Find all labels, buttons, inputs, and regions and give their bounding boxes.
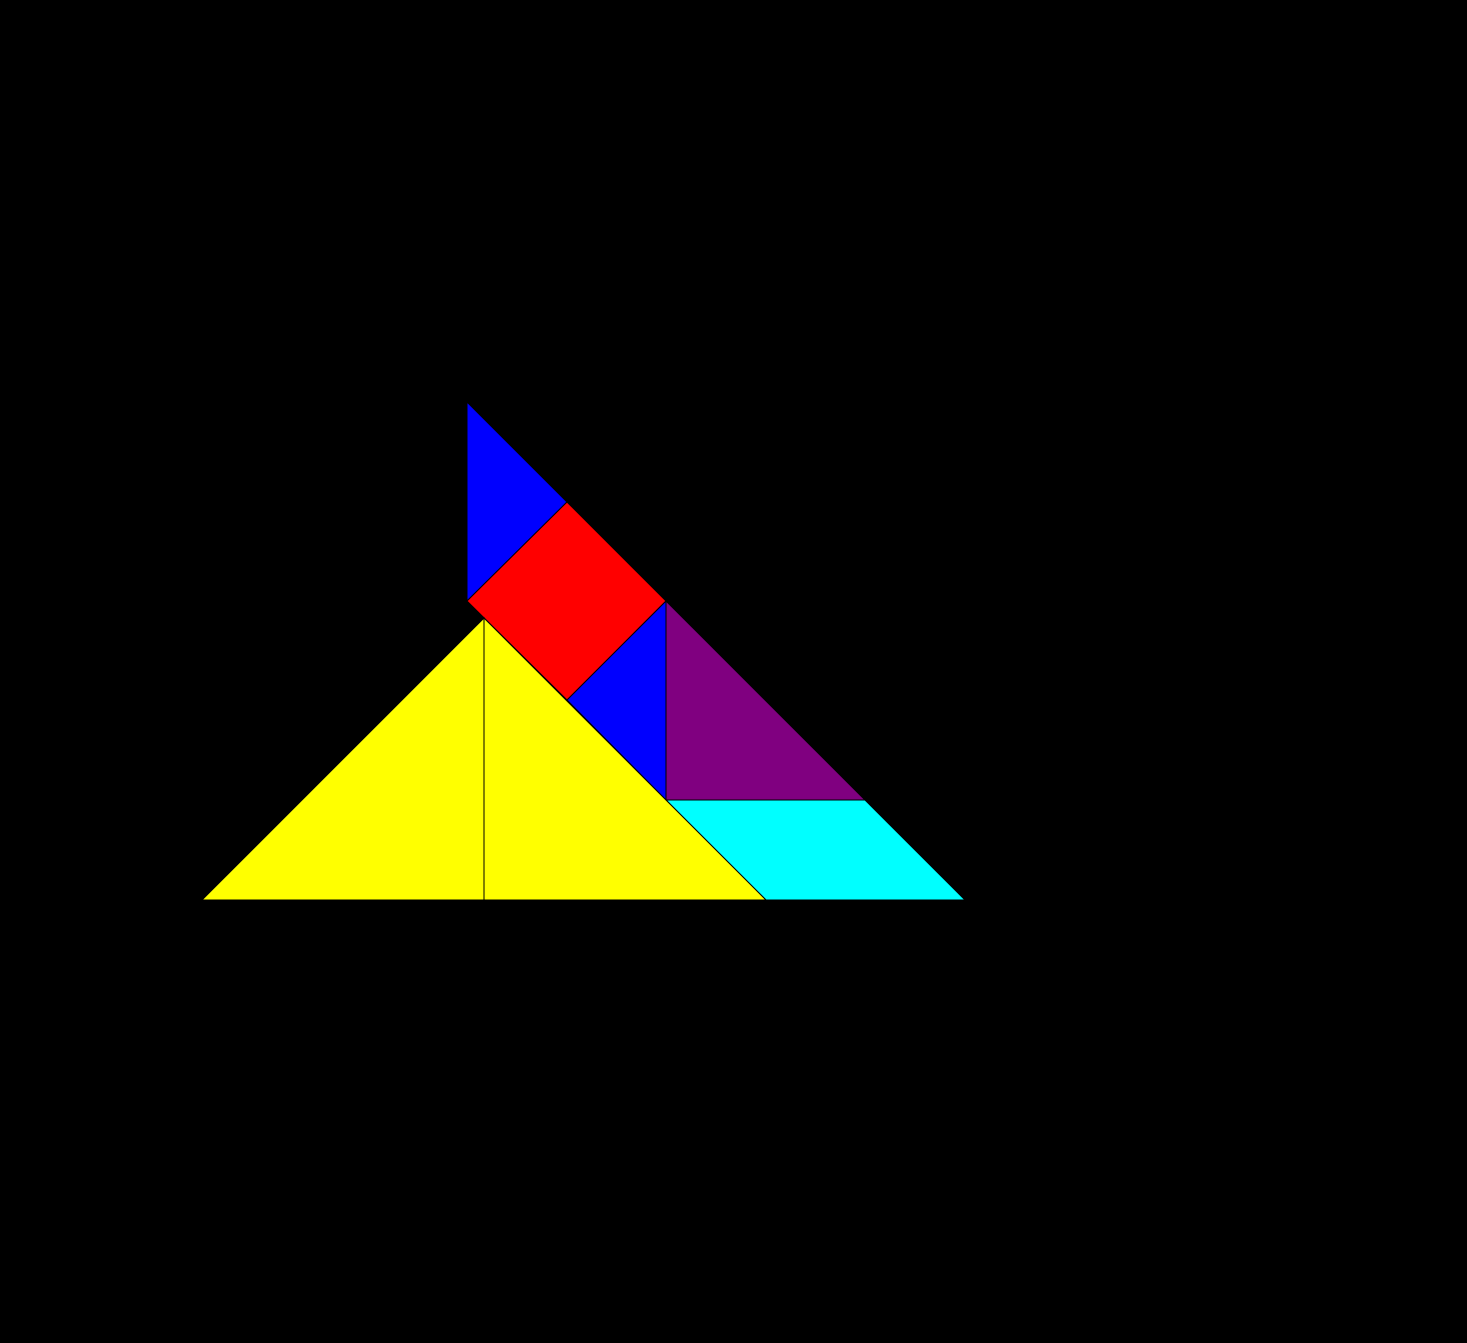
large-triangle-right-piece[interactable] [483, 616, 768, 901]
